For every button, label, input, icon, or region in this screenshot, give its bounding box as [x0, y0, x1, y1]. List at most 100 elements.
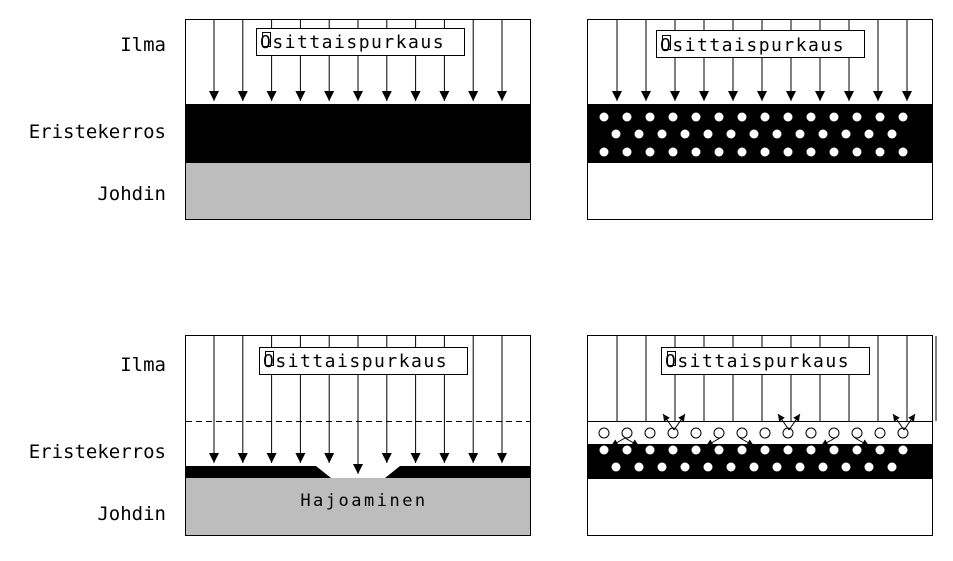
charge-dot: [622, 445, 632, 455]
ion-circle: [598, 427, 610, 439]
charge-dot: [760, 112, 770, 122]
discharge-label: Osittaispurkaus: [260, 32, 445, 53]
ion-circle: [782, 427, 794, 439]
scatter-arrow: [662, 413, 675, 431]
glyph-box-icon: [265, 351, 274, 366]
charge-dot: [887, 129, 897, 139]
ion-circle: [828, 427, 840, 439]
charge-dot: [611, 129, 621, 139]
charge-dot: [611, 462, 621, 472]
charge-dot: [795, 462, 805, 472]
charge-dot: [841, 129, 851, 139]
charge-dot: [703, 129, 713, 139]
scatter-arrow: [673, 413, 686, 431]
charge-dot: [898, 445, 908, 455]
ion-circle: [805, 427, 817, 439]
charge-dot: [749, 462, 759, 472]
scatter-arrow: [788, 413, 801, 431]
scatter-arrow: [892, 413, 905, 431]
discharge-label: Osittaispurkaus: [660, 35, 845, 56]
charge-dot: [852, 112, 862, 122]
charge-dot: [645, 147, 655, 157]
charge-dot: [691, 147, 701, 157]
charge-dot: [622, 112, 632, 122]
side-labels: Ilma Eristekerros Johdin Ilma Eristekerr…: [29, 34, 166, 525]
charge-dot: [783, 147, 793, 157]
charge-dot: [818, 462, 828, 472]
discharge-label-box: Osittaispurkaus: [656, 30, 865, 58]
discharge-label: Osittaispurkaus: [263, 351, 448, 372]
charge-dot: [806, 147, 816, 157]
charge-dot: [599, 112, 609, 122]
charge-dot: [749, 129, 759, 139]
label-insulation: Eristekerros: [29, 121, 166, 143]
charge-dot: [691, 112, 701, 122]
scatter-arrow: [777, 413, 790, 431]
charge-dot: [714, 112, 724, 122]
ion-circle: [667, 427, 679, 439]
ion-circle: [759, 427, 771, 439]
ion-circle: [690, 427, 702, 439]
charge-dot: [841, 462, 851, 472]
panel-top-left: Osittaispurkaus: [185, 19, 531, 220]
ion-circle: [621, 427, 633, 439]
scatter-arrow: [739, 437, 755, 447]
charge-dot: [703, 462, 713, 472]
conductor-layer: [186, 478, 530, 535]
degradation-label: Hajoaminen: [300, 491, 427, 511]
charge-dot: [898, 147, 908, 157]
charge-dot: [829, 445, 839, 455]
charge-dot: [783, 112, 793, 122]
charge-dot: [634, 129, 644, 139]
scatter-arrow: [903, 413, 916, 431]
charge-dot: [657, 462, 667, 472]
charge-dot: [852, 147, 862, 157]
charge-dot: [783, 445, 793, 455]
charge-dot: [806, 112, 816, 122]
charge-dot: [726, 129, 736, 139]
charge-dot: [680, 129, 690, 139]
scatter-arrow: [610, 437, 626, 447]
label-insulation: Eristekerros: [29, 441, 166, 463]
charge-dot: [864, 129, 874, 139]
charge-dot: [760, 147, 770, 157]
charge-dot: [645, 445, 655, 455]
label-conductor: Johdin: [97, 183, 166, 205]
charge-dot: [760, 445, 770, 455]
ion-circle: [874, 427, 886, 439]
charge-dot: [875, 445, 885, 455]
insulation-layer-eroded: [186, 466, 530, 478]
charge-dot: [795, 129, 805, 139]
insulation-layer: [186, 104, 530, 163]
charge-dot: [737, 112, 747, 122]
charge-dot: [691, 445, 701, 455]
glyph-box-icon: [662, 35, 671, 50]
charge-dot: [668, 445, 678, 455]
charge-dot: [634, 462, 644, 472]
charge-dot: [657, 129, 667, 139]
charge-dot: [668, 112, 678, 122]
charge-dot: [737, 147, 747, 157]
glyph-box-icon: [262, 32, 271, 47]
charge-dot: [737, 445, 747, 455]
charge-dot: [806, 445, 816, 455]
ion-circle: [851, 427, 863, 439]
charge-dot: [645, 112, 655, 122]
ion-scatter-arrows: [610, 413, 916, 447]
label-conductor: Johdin: [97, 503, 166, 525]
charge-dot: [852, 445, 862, 455]
scatter-arrow: [854, 437, 870, 447]
charge-dot: [875, 112, 885, 122]
charge-dot: [680, 462, 690, 472]
charge-dots: [599, 112, 908, 157]
charge-dot: [875, 147, 885, 157]
conductor-layer: [186, 163, 530, 219]
charge-dot: [898, 112, 908, 122]
ion-circles: [598, 427, 909, 439]
charge-dot: [829, 147, 839, 157]
label-air: Ilma: [120, 354, 166, 376]
insulation-layer: [588, 104, 932, 163]
discharge-label-box: Osittaispurkaus: [256, 28, 465, 56]
charge-dot: [887, 462, 897, 472]
